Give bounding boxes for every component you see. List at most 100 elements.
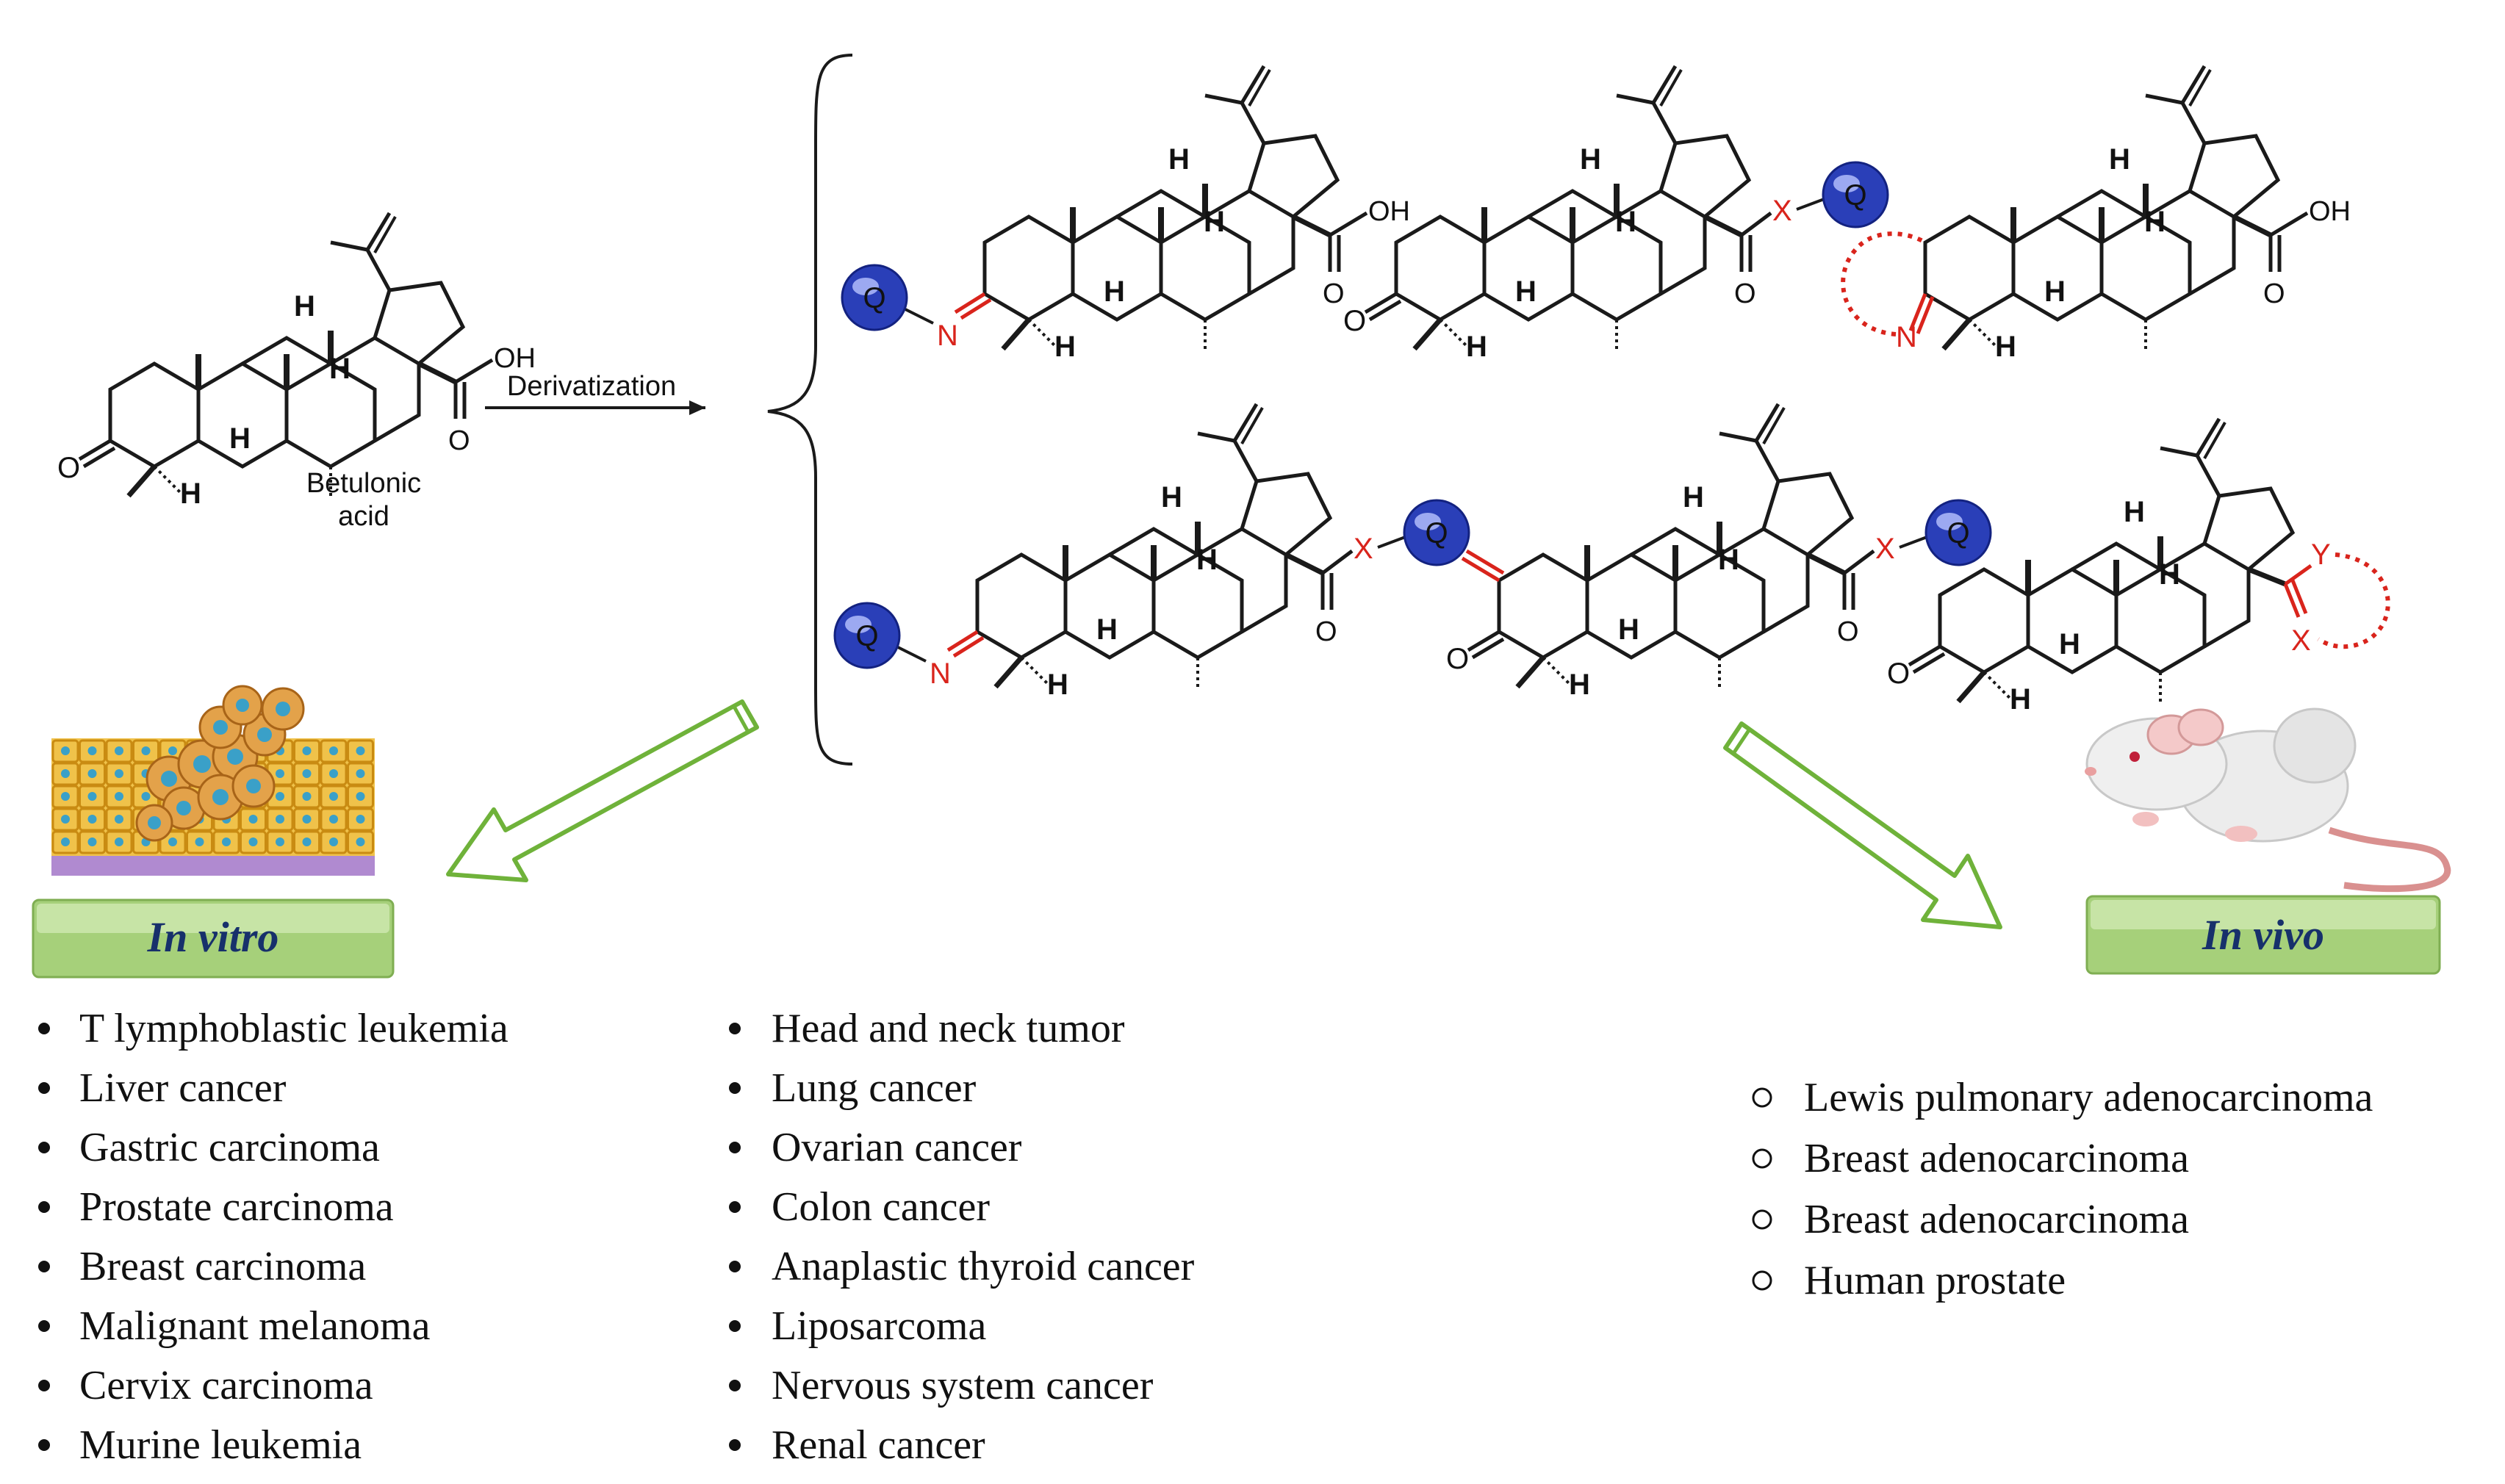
stereo-h-label: H (2109, 143, 2130, 176)
list-item: Breast carcinoma (79, 1244, 366, 1289)
bullet-ring (1752, 1209, 1772, 1230)
bullet-ring (1752, 1270, 1772, 1291)
stereo-h-label: H (1196, 544, 1218, 576)
list-item: Lewis pulmonary adenocarcinoma (1804, 1075, 2373, 1120)
atom-o-label: O (57, 452, 80, 484)
stereo-h-label: H (294, 290, 315, 323)
stereo-h-label: H (1718, 544, 1739, 576)
atom-y-label: Y (2311, 539, 2331, 571)
bullet-dot (38, 1320, 50, 1332)
bullet-dot (38, 1380, 50, 1391)
bullet-dot (38, 1023, 50, 1034)
atom-x-label: X (1875, 533, 1895, 565)
atom-o-label: O (1446, 643, 1469, 675)
list-item: T lymphoblastic leukemia (79, 1006, 508, 1051)
bullet-dot (38, 1082, 50, 1094)
derivatization-label: Derivatization (507, 371, 676, 402)
atom-o-label: O (1323, 278, 1345, 309)
in-vivo-badge: In vivo (2085, 895, 2441, 975)
list-item: Liposarcoma (772, 1303, 986, 1349)
compound-name-line2: acid (338, 501, 389, 532)
bullet-dot (38, 1261, 50, 1272)
bullet-dot (729, 1201, 741, 1213)
stereo-h-label: H (2124, 496, 2145, 528)
stereo-h-label: H (1104, 275, 1125, 308)
derivative-dual-q: N Q O X Q H H H H (833, 404, 1470, 701)
stereo-h-label: H (2144, 206, 2166, 238)
list-item: Lung cancer (772, 1065, 977, 1111)
stereo-h-label: H (1204, 206, 1225, 238)
bullet-dot (729, 1082, 741, 1094)
stereo-h-label: H (2059, 628, 2080, 660)
atom-q-label: Q (1425, 517, 1448, 550)
atom-n-label: N (937, 320, 958, 352)
stereo-h-label: H (1569, 669, 1590, 701)
list-item: Prostate carcinoma (79, 1184, 394, 1230)
stereo-h-label: H (1515, 275, 1537, 308)
stereo-h-label: H (1054, 331, 1076, 363)
stereo-h-label: H (1047, 669, 1068, 701)
q-substituent-sphere: Q (841, 264, 908, 331)
compound-name-line1: Betulonic (306, 468, 421, 499)
bullet-dot (729, 1023, 741, 1034)
bullet-dot (38, 1201, 50, 1213)
atom-o-label: O (2263, 278, 2285, 309)
atom-q-label: Q (863, 282, 885, 314)
in-vivo-title: In vivo (2202, 911, 2324, 959)
stereo-h-label: H (1466, 331, 1487, 363)
stereo-h-label: H (1995, 331, 2016, 363)
bullet-ring (1752, 1148, 1772, 1169)
list-item: Murine leukemia (79, 1422, 362, 1468)
list-item: Cervix carcinoma (79, 1363, 373, 1408)
atom-n-label: N (1896, 321, 1917, 353)
atom-o-label: O (1734, 278, 1756, 309)
in-vitro-list-col1: T lymphoblastic leukemia Liver cancer Ga… (38, 1006, 508, 1468)
atom-oh-label: OH (1368, 196, 1410, 227)
list-item: Head and neck tumor (772, 1006, 1125, 1051)
stereo-h-label: H (1168, 143, 1190, 176)
atom-n-label: N (930, 658, 951, 690)
atom-o-label: O (1837, 616, 1859, 647)
atom-o-label: O (1887, 658, 1910, 690)
in-vitro-list-col2: Head and neck tumor Lung cancer Ovarian … (729, 1006, 1195, 1468)
hollow-arrow-to-in-vivo (1723, 721, 2002, 929)
bullet-dot (729, 1320, 741, 1332)
bullet-dot (729, 1380, 741, 1391)
derivatives-brace (767, 54, 853, 766)
stereo-h-label: H (229, 422, 251, 455)
derivatization-arrow: Derivatization (485, 371, 705, 415)
stereo-h-label: H (180, 478, 201, 510)
derivative-enone-q: O O X Q H H H H (1446, 404, 1992, 701)
list-item: Breast adenocarcinoma (1804, 1197, 2189, 1242)
hollow-arrow-to-in-vitro (446, 699, 759, 882)
atom-q-label: Q (1844, 179, 1866, 212)
bullet-dot (729, 1142, 741, 1153)
stereo-h-label: H (2010, 683, 2031, 716)
in-vitro-badge: In vitro (32, 898, 395, 979)
list-item: Anaplastic thyroid cancer (772, 1244, 1195, 1289)
list-item: Liver cancer (79, 1065, 287, 1111)
q-substituent-sphere: Q (1822, 161, 1889, 228)
list-item: Gastric carcinoma (79, 1125, 380, 1170)
betulonic-acid-structure: O OH O H H H H Betulonic acid (57, 213, 536, 532)
bullet-dot (729, 1261, 741, 1272)
in-vitro-title: In vitro (147, 913, 279, 961)
stereo-h-label: H (2044, 275, 2066, 308)
atom-q-label: Q (855, 620, 878, 652)
stereo-h-label: H (1161, 481, 1182, 514)
atom-x-label: X (1772, 195, 1792, 227)
derivative-c3-oxime-acid: N Q OH O H H H H (841, 66, 1410, 363)
atom-x-label: X (2291, 624, 2311, 657)
list-item: Malignant melanoma (79, 1303, 431, 1349)
list-item: Colon cancer (772, 1184, 990, 1230)
q-substituent-sphere: Q (1403, 499, 1470, 566)
list-item: Nervous system cancer (772, 1363, 1154, 1408)
q-substituent-sphere: Q (833, 602, 901, 669)
q-substituent-sphere: Q (1924, 499, 1992, 566)
cancer-cells-illustration (51, 685, 375, 876)
stereo-h-label: H (329, 353, 351, 385)
bullet-dot (729, 1439, 741, 1451)
stereo-h-label: H (1618, 613, 1639, 646)
list-item: Human prostate (1804, 1258, 2066, 1303)
stereo-h-label: H (1683, 481, 1704, 514)
